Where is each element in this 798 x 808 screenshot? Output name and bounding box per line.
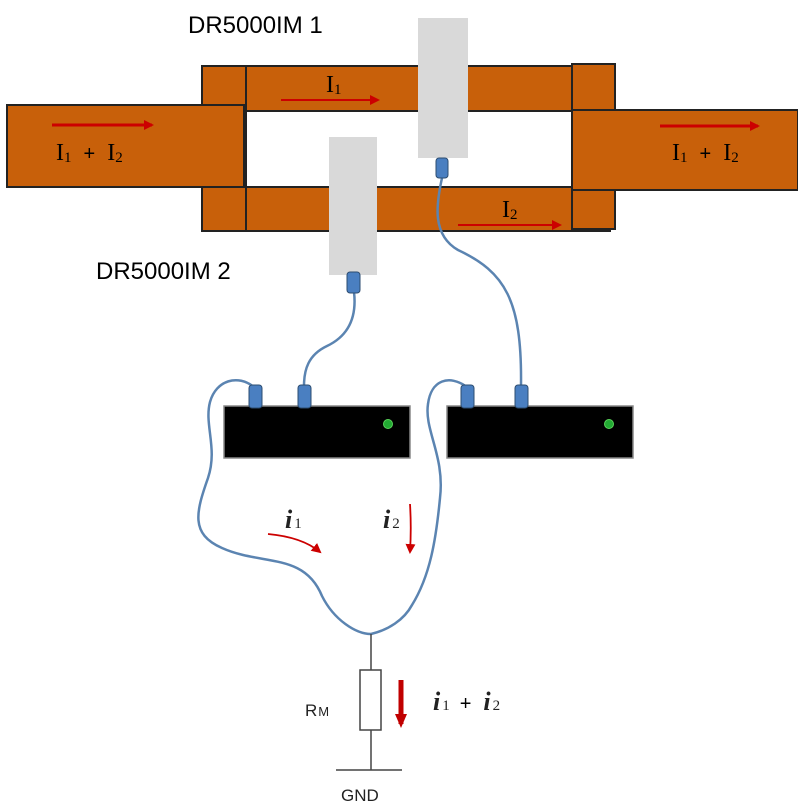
module-2-connector-a xyxy=(460,384,475,409)
module-2-connector-b xyxy=(514,384,529,409)
arrow-i2 xyxy=(405,503,416,554)
busbar-left-input xyxy=(6,104,245,188)
sensor-2-label: DR5000IM 2 xyxy=(96,258,231,285)
cable-sensor1 xyxy=(436,177,523,386)
label-rm: RM xyxy=(305,701,329,720)
label-total-right: I1+I2 xyxy=(672,140,739,166)
cables xyxy=(197,177,523,636)
cable-loop-left xyxy=(197,378,372,636)
module-1-connector-b xyxy=(297,384,312,409)
module-1-connector-a xyxy=(248,384,263,409)
busbar-right-output xyxy=(571,109,798,191)
busbar-assembly xyxy=(6,63,798,232)
sensor-1-label: DR5000IM 1 xyxy=(188,12,323,39)
label-gnd: GND xyxy=(341,786,379,805)
label-branch-bottom: I2 xyxy=(502,197,518,223)
arrow-i1 xyxy=(267,533,322,554)
module-1 xyxy=(223,405,411,459)
cable-loop-right xyxy=(370,379,468,636)
busbar-top-branch xyxy=(205,65,611,112)
sensor-1 xyxy=(418,18,468,158)
busbar-bottom-branch xyxy=(205,186,611,232)
cable-sensor2 xyxy=(302,291,356,387)
label-branch-top: I1 xyxy=(326,72,342,98)
module-2 xyxy=(446,405,634,459)
connector-sensor1 xyxy=(435,157,449,179)
connector-sensor2 xyxy=(346,271,361,294)
sensor-2 xyxy=(329,137,377,275)
module-1-led xyxy=(383,419,393,429)
resistor-rm xyxy=(359,669,382,731)
module-2-led xyxy=(604,419,614,429)
label-total-left: I1+I2 xyxy=(56,140,123,166)
